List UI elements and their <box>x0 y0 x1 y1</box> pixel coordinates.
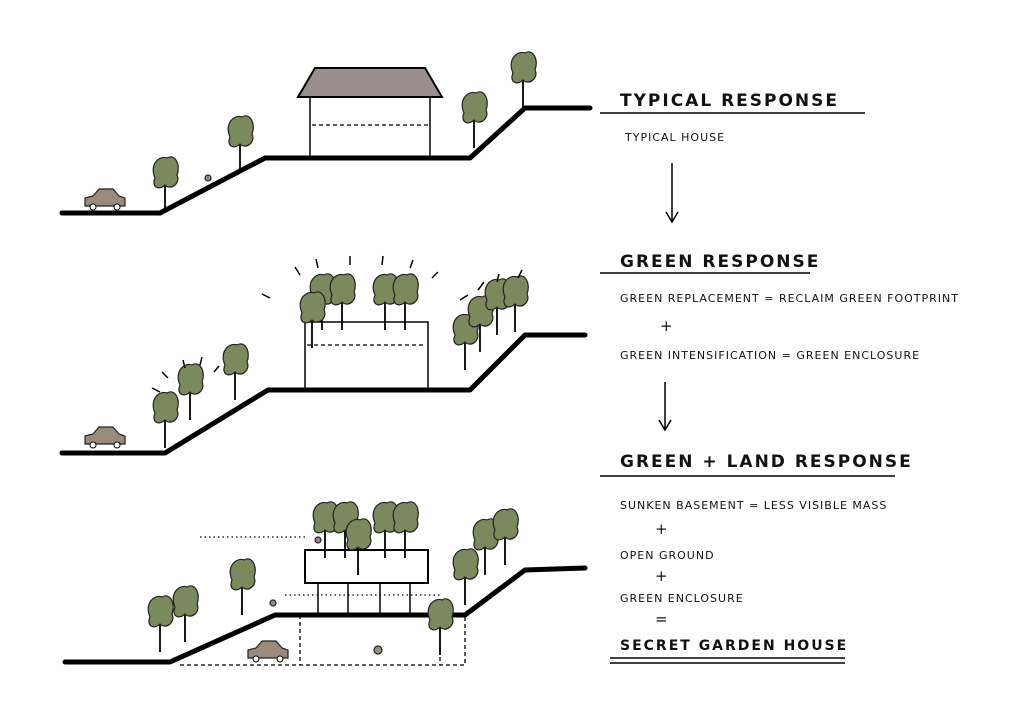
tree-icon <box>461 90 489 149</box>
tree-icon <box>427 597 455 656</box>
green-land-response-section-drawing <box>62 500 588 666</box>
down-arrow-icon <box>665 163 679 224</box>
radiating-lines <box>151 255 523 393</box>
columns <box>317 583 411 615</box>
tree-icon <box>502 274 530 333</box>
person-icon <box>269 599 277 607</box>
section-line: GREEN REPLACEMENT = RECLAIM GREEN FOOTPR… <box>620 292 959 305</box>
plus-sign: + <box>660 317 674 335</box>
equals-sign: = <box>655 610 669 628</box>
ground-line <box>59 332 588 456</box>
tree-icon <box>510 50 538 109</box>
section-typical-response: TYPICAL RESPONSE TYPICAL HOUSE <box>600 91 865 144</box>
car-icon <box>84 426 126 449</box>
plus-sign: + <box>655 567 669 585</box>
house-roof <box>296 67 444 98</box>
section-title: TYPICAL RESPONSE <box>620 91 839 111</box>
typical-response-section-drawing <box>59 50 593 216</box>
section-conclusion: SECRET GARDEN HOUSE <box>620 638 848 654</box>
ground-line <box>62 565 588 665</box>
house-walls <box>298 96 442 158</box>
tree-icon <box>152 390 180 449</box>
section-green-land-response: GREEN + LAND RESPONSE SUNKEN BASEMENT = … <box>600 452 913 664</box>
tree-icon <box>147 594 175 653</box>
section-line: GREEN ENCLOSURE <box>620 592 744 605</box>
green-response-section-drawing <box>59 255 588 456</box>
tree-icon <box>177 362 205 421</box>
tree-icon <box>229 557 257 616</box>
elevated-house-box <box>304 549 429 584</box>
ground-line <box>59 105 593 216</box>
down-arrow-icon <box>658 382 672 432</box>
person-icon <box>314 536 322 544</box>
section-line: OPEN GROUND <box>620 549 715 562</box>
car-icon <box>247 640 289 663</box>
tree-icon <box>172 584 200 643</box>
tree-icon <box>222 342 250 401</box>
section-green-response: GREEN RESPONSE GREEN REPLACEMENT = RECLA… <box>600 252 959 362</box>
section-line: TYPICAL HOUSE <box>624 131 725 144</box>
section-title: GREEN + LAND RESPONSE <box>620 452 913 472</box>
tree-icon <box>452 547 480 606</box>
person-icon <box>373 645 383 655</box>
plus-sign: + <box>655 520 669 538</box>
section-title: GREEN RESPONSE <box>620 252 820 272</box>
section-line: SUNKEN BASEMENT = LESS VISIBLE MASS <box>620 499 887 512</box>
car-icon <box>84 188 126 211</box>
tree-icon <box>299 290 327 349</box>
person-icon <box>204 174 212 182</box>
house-box <box>304 321 429 391</box>
tree-icon <box>492 507 520 566</box>
section-line: GREEN INTENSIFICATION = GREEN ENCLOSURE <box>620 349 920 362</box>
